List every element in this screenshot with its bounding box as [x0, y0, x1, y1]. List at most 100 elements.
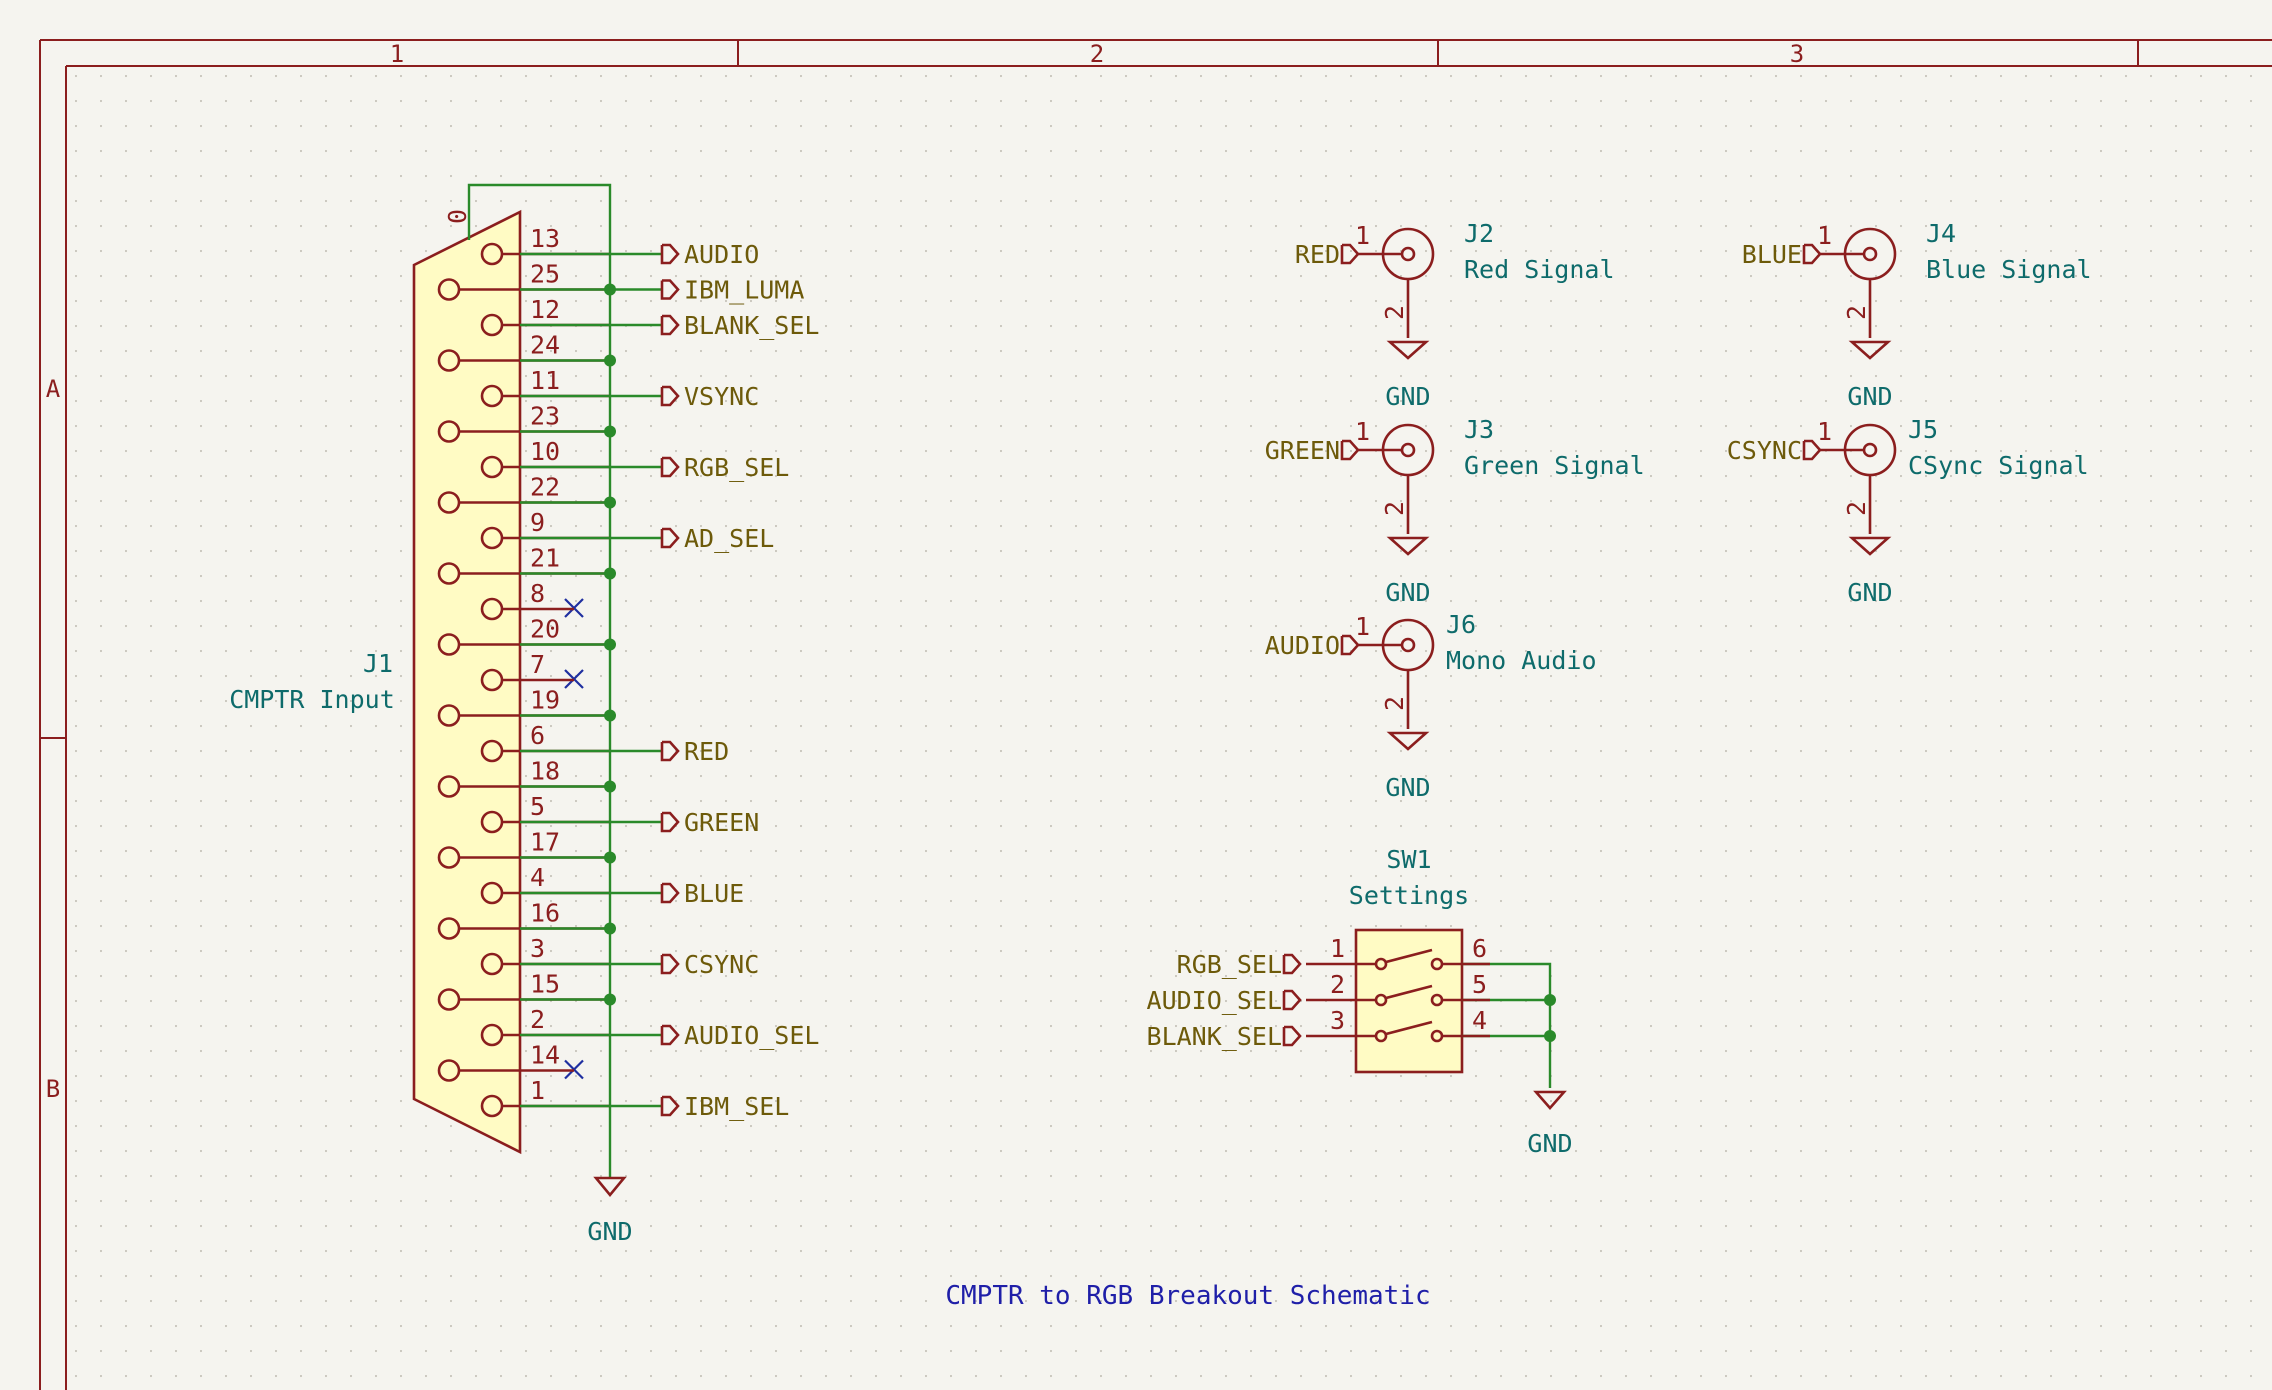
- j1-pin-21[interactable]: 21: [437, 544, 616, 585]
- junction-dot: [1544, 994, 1556, 1006]
- net-label: BLANK_SEL: [1147, 1022, 1282, 1051]
- net-label: CSYNC: [1727, 436, 1802, 465]
- j1-shell-pin-number: 0: [443, 209, 472, 224]
- pin-number: 16: [530, 899, 560, 928]
- pin-number: 2: [1842, 305, 1871, 320]
- pin-number: 18: [530, 757, 560, 786]
- pin-number: 6: [530, 721, 545, 750]
- junction-dot: [1544, 1030, 1556, 1042]
- j1-pin-18[interactable]: 18: [437, 757, 616, 798]
- net-label: AUDIO: [1265, 631, 1340, 660]
- junction-dot: [604, 425, 616, 438]
- j1-pin-20[interactable]: 20: [437, 615, 616, 656]
- coax-value: Mono Audio: [1446, 646, 1597, 675]
- junction-dot: [604, 354, 616, 367]
- pin-number: 14: [530, 1041, 560, 1070]
- pin-number: 1: [1355, 221, 1370, 250]
- pin-number: 3: [530, 934, 545, 963]
- pin-number: 3: [1330, 1006, 1345, 1035]
- net-label-flag: [660, 279, 680, 300]
- junction-dot: [604, 851, 616, 864]
- j1-pin-7[interactable]: 7: [480, 650, 584, 692]
- zone-col-3: 3: [1790, 40, 1804, 68]
- junction-dot: [604, 709, 616, 722]
- net-label-flag: [1282, 953, 1302, 975]
- j1-pin-15[interactable]: 15: [437, 970, 616, 1011]
- sheet-frame: [39, 39, 2272, 1390]
- net-label-flag: [1340, 439, 1360, 461]
- pin-number: 1: [1355, 417, 1370, 446]
- coax-value: Green Signal: [1464, 451, 1645, 480]
- gnd-label: GND: [1847, 382, 1892, 411]
- pin-number: 2: [1330, 970, 1345, 999]
- junction-dot: [604, 638, 616, 651]
- coax-value: CSync Signal: [1908, 451, 2089, 480]
- j1-pin-8[interactable]: 8: [480, 579, 584, 621]
- j1-pin-16[interactable]: 16: [437, 899, 616, 940]
- net-label: RED: [684, 737, 729, 766]
- net-label: AD_SEL: [684, 524, 774, 553]
- j1-pin-19[interactable]: 19: [437, 686, 616, 727]
- net-label-flag: [1282, 989, 1302, 1011]
- gnd-symbol: [1848, 536, 1892, 556]
- j1-pin-24[interactable]: 24: [437, 331, 616, 372]
- net-label: BLANK_SEL: [684, 311, 819, 340]
- sw1-gnd-symbol: [1533, 1090, 1567, 1110]
- pin-number: 13: [530, 224, 560, 253]
- net-label: BLUE: [684, 879, 744, 908]
- connector-j1[interactable]: 13AUDIO25IBM_LUMA12BLANK_SEL2411VSYNC231…: [412, 183, 819, 1198]
- pin-number: 2: [530, 1005, 545, 1034]
- net-label-flag: [1802, 243, 1822, 265]
- net-label-flag: [660, 243, 680, 265]
- net-label-flag: [1282, 1025, 1302, 1047]
- pin-number: 8: [530, 579, 545, 608]
- coax-value: Red Signal: [1464, 255, 1615, 284]
- net-label: RGB_SEL: [1177, 950, 1282, 979]
- pin-number: 1: [1817, 221, 1832, 250]
- junction-dot: [604, 993, 616, 1006]
- net-label: GREEN: [1265, 436, 1340, 465]
- gnd-symbol: [1848, 340, 1892, 360]
- j1-pin-22[interactable]: 22: [437, 473, 616, 514]
- switch-contact: [1374, 1029, 1388, 1043]
- pin-number: 2: [1380, 501, 1409, 516]
- pin-number: 11: [530, 366, 560, 395]
- junction-dot: [604, 922, 616, 935]
- j1-pin-14[interactable]: 14: [437, 1041, 584, 1082]
- switch-contact: [1374, 993, 1388, 1007]
- j1-pin-9[interactable]: 9AD_SEL: [480, 508, 774, 553]
- net-label-flag: [660, 456, 680, 478]
- net-label: IBM_LUMA: [684, 276, 804, 305]
- pin-number: 6: [1472, 934, 1487, 963]
- j1-pin-17[interactable]: 17: [437, 828, 616, 869]
- net-label: AUDIO_SEL: [684, 1021, 819, 1050]
- pin-number: 21: [530, 544, 560, 573]
- coax-value: Blue Signal: [1926, 255, 2092, 284]
- switch-lever: [1385, 984, 1433, 1000]
- j1-pin-23[interactable]: 23: [437, 402, 616, 443]
- pin-number: 4: [1472, 1006, 1487, 1035]
- net-label: BLUE: [1742, 240, 1802, 269]
- junction-dot: [604, 496, 616, 509]
